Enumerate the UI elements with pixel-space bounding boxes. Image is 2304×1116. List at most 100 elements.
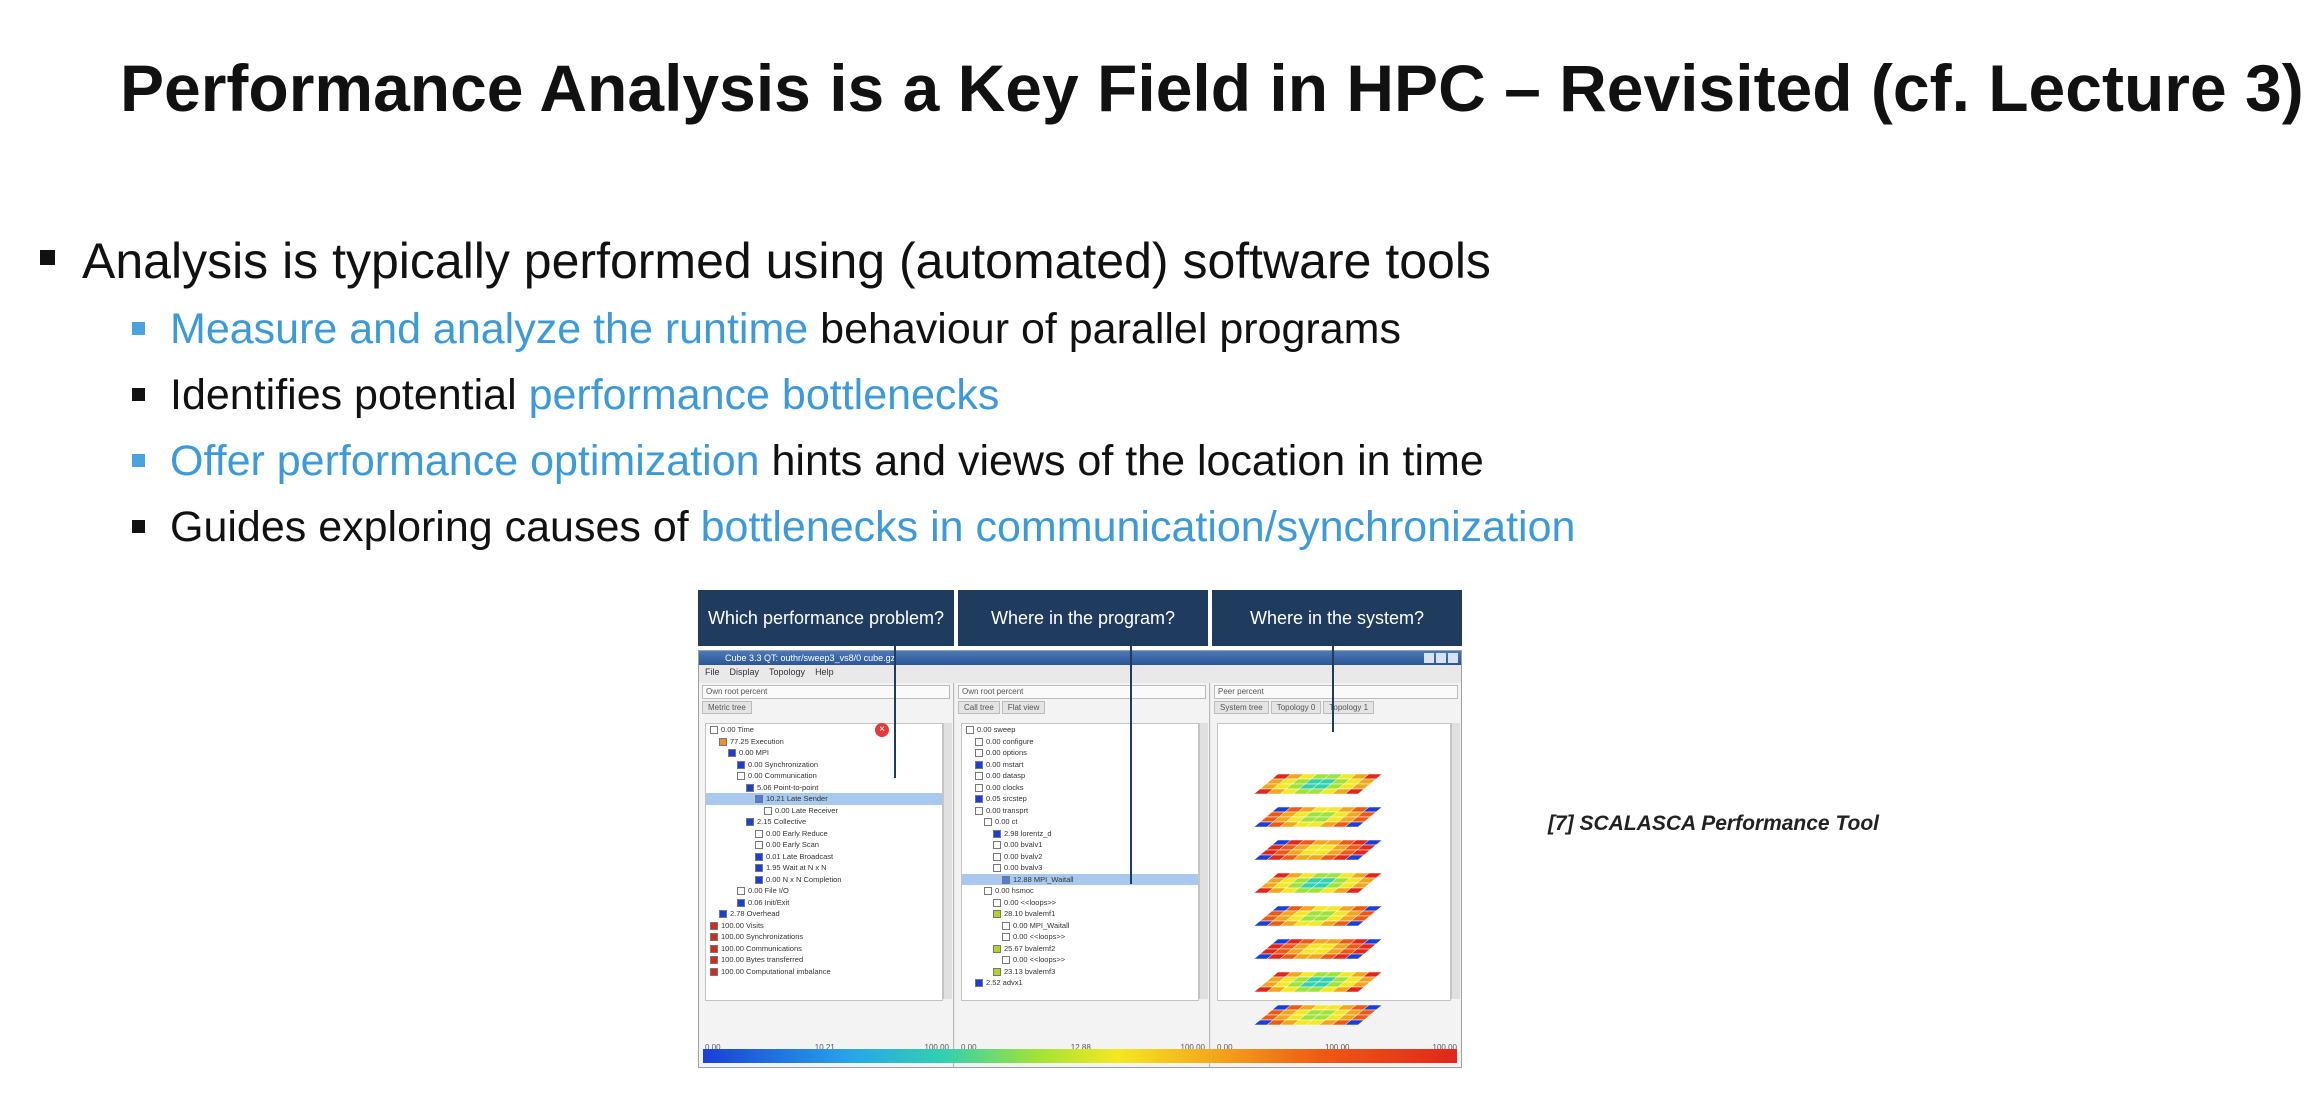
tree-row[interactable]: 0.00 Synchronization	[706, 759, 942, 771]
tree-row[interactable]: 100.00 Synchronizations	[706, 931, 942, 943]
tree-row[interactable]: 0.01 Late Broadcast	[706, 851, 942, 863]
tree-row[interactable]: 77.25 Execution	[706, 736, 942, 748]
maximize-icon[interactable]	[1436, 653, 1446, 663]
value-box-icon	[737, 772, 745, 781]
tree-row-label: 0.00 MPI	[739, 748, 770, 757]
close-badge-icon[interactable]: ×	[875, 723, 889, 737]
sub-bullet-2-highlight: performance bottlenecks	[528, 371, 1000, 419]
tree-row-label: 0.00 Late Receiver	[775, 805, 838, 815]
tree-row[interactable]: 0.00 <<loops>>	[962, 954, 1198, 966]
tree-row[interactable]: 0.00 MPI	[706, 747, 942, 759]
tree-row[interactable]: 0.00 transprt	[962, 805, 1198, 817]
tree-row[interactable]: 2.15 Collective	[706, 816, 942, 828]
tree-row[interactable]: 0.06 Init/Exit	[706, 897, 942, 909]
menu-display[interactable]: Display	[729, 667, 760, 677]
tree-row[interactable]: 0.00 configure	[962, 736, 1198, 748]
tree-row[interactable]: 0.00 bvalv2	[962, 851, 1198, 863]
tree-row[interactable]: 0.00 sweep	[962, 724, 1198, 736]
tab-topology-0[interactable]: Topology 0	[1270, 701, 1322, 714]
metric-scrollbar[interactable]	[943, 723, 952, 999]
tree-row[interactable]: 0.00 ct	[962, 816, 1198, 828]
tree-row[interactable]: 100.00 Communications	[706, 943, 942, 955]
tree-row[interactable]: 0.00 clocks	[962, 782, 1198, 794]
tree-row[interactable]: 100.00 Bytes transferred	[706, 954, 942, 966]
value-box-icon	[966, 726, 974, 735]
pointer-line	[1130, 646, 1132, 884]
tree-row-label: 2.15 Collective	[757, 817, 807, 826]
call-scrollbar[interactable]	[1199, 723, 1208, 999]
topology-cell	[1344, 920, 1365, 927]
topology-cell	[1344, 887, 1365, 894]
tree-row-label: 0.00 <<loops>>	[1013, 932, 1066, 941]
tree-row[interactable]: 12.88 MPI_Waitall	[962, 873, 1198, 885]
tree-row-label: 0.00 Communication	[748, 771, 817, 780]
tree-row[interactable]: 0.00 datasp	[962, 770, 1198, 782]
value-box-icon	[728, 749, 736, 758]
close-icon[interactable]	[1448, 653, 1458, 663]
sub-bullet-4-highlight: bottlenecks in communication/synchroniza…	[700, 503, 1576, 551]
minimize-icon[interactable]	[1424, 653, 1434, 663]
tree-row-label: 0.00 configure	[986, 736, 1034, 746]
value-box-icon	[975, 795, 983, 804]
metric-pane: Own root percent Metric tree 0.00 Time 77…	[699, 683, 954, 1067]
scale-value: 100.00	[1325, 1043, 1350, 1052]
tree-row[interactable]: 0.00 Time	[706, 724, 942, 736]
tree-row[interactable]: 10.21 Late Sender	[706, 793, 942, 805]
tree-row[interactable]: 2.78 Overhead	[706, 908, 942, 920]
metric-combo[interactable]: Own root percent	[702, 685, 950, 699]
value-box-icon	[1002, 956, 1010, 965]
tree-row[interactable]: 0.00 N x N Completion	[706, 874, 942, 886]
tree-row[interactable]: 0.00 MPI_Waitall	[962, 920, 1198, 932]
tree-row-label: 0.00 Time	[721, 725, 754, 734]
tree-row[interactable]: 100.00 Visits	[706, 920, 942, 932]
tree-row-label: 0.00 Synchronization	[748, 759, 819, 769]
tab-topology-1[interactable]: Topology 1	[1323, 701, 1375, 714]
tree-row[interactable]: 0.00 bvalv1	[962, 839, 1198, 851]
tree-row[interactable]: 0.00 File I/O	[706, 885, 942, 897]
tree-row-label: 100.00 Bytes transferred	[721, 955, 804, 964]
tree-row[interactable]: 0.05 srcstep	[962, 793, 1198, 805]
tree-row[interactable]: 28.10 bvalemf1	[962, 908, 1198, 920]
tree-row[interactable]: 2.98 lorentz_d	[962, 828, 1198, 840]
tree-row-label: 0.00 options	[986, 748, 1027, 757]
value-box-icon	[993, 841, 1001, 850]
tree-row[interactable]: 0.00 options	[962, 747, 1198, 759]
sub-bullet-3: Offer performance optimization hints and…	[40, 428, 2160, 494]
tree-row-label: 100.00 Synchronizations	[721, 932, 804, 941]
tab-call-tree[interactable]: Call tree	[958, 701, 1000, 714]
tab-flat-view[interactable]: Flat view	[1001, 701, 1046, 714]
tree-row[interactable]: 0.00 mstart	[962, 759, 1198, 771]
tree-row[interactable]: 0.00 Early Scan	[706, 839, 942, 851]
tab-metric-tree[interactable]: Metric tree	[702, 701, 752, 714]
tree-row[interactable]: 0.00 bvalv3	[962, 862, 1198, 874]
tree-row[interactable]: 0.00 <<loops>>	[962, 897, 1198, 909]
tree-row[interactable]: 25.67 bvalemf2	[962, 943, 1198, 955]
sub-bullet-3-text: hints and views of the location in time	[759, 437, 1484, 485]
call-combo[interactable]: Own root percent	[958, 685, 1206, 699]
tree-row[interactable]: 0.00 hsmoc	[962, 885, 1198, 897]
menu-help[interactable]: Help	[815, 667, 834, 677]
value-box-icon	[1002, 875, 1010, 884]
tab-system-tree[interactable]: System tree	[1214, 701, 1269, 714]
tree-row-label: 0.00 transprt	[986, 805, 1029, 815]
cube-window: Cube 3.3 QT: outhr/sweep3_vs8/0 cube.gz …	[698, 650, 1462, 1068]
tree-row[interactable]: 0.00 Early Reduce	[706, 828, 942, 840]
tree-row-label: 1.95 Wait at N x N	[766, 863, 827, 872]
tree-row-label: 0.00 Early Scan	[766, 840, 819, 849]
value-box-icon	[755, 841, 763, 850]
tree-row[interactable]: 23.13 bvalemf3	[962, 966, 1198, 978]
system-combo[interactable]: Peer percent	[1214, 685, 1458, 699]
tree-row[interactable]: 0.00 Late Receiver	[706, 805, 942, 817]
bullet-square-icon	[132, 322, 145, 335]
tree-row[interactable]: 0.00 Communication	[706, 770, 942, 782]
menu-topology[interactable]: Topology	[769, 667, 806, 677]
tree-row-label: 25.67 bvalemf2	[1004, 943, 1056, 953]
menu-file[interactable]: File	[705, 667, 720, 677]
tree-row-label: 0.00 Early Reduce	[766, 828, 828, 838]
tree-row[interactable]: 0.00 <<loops>>	[962, 931, 1198, 943]
tree-row[interactable]: 5.06 Point-to-point	[706, 782, 942, 794]
tree-row[interactable]: 2.52 advx1	[962, 977, 1198, 989]
tree-row[interactable]: 100.00 Computational imbalance	[706, 966, 942, 978]
tree-row[interactable]: 1.95 Wait at N x N	[706, 862, 942, 874]
system-scrollbar[interactable]	[1451, 723, 1460, 999]
